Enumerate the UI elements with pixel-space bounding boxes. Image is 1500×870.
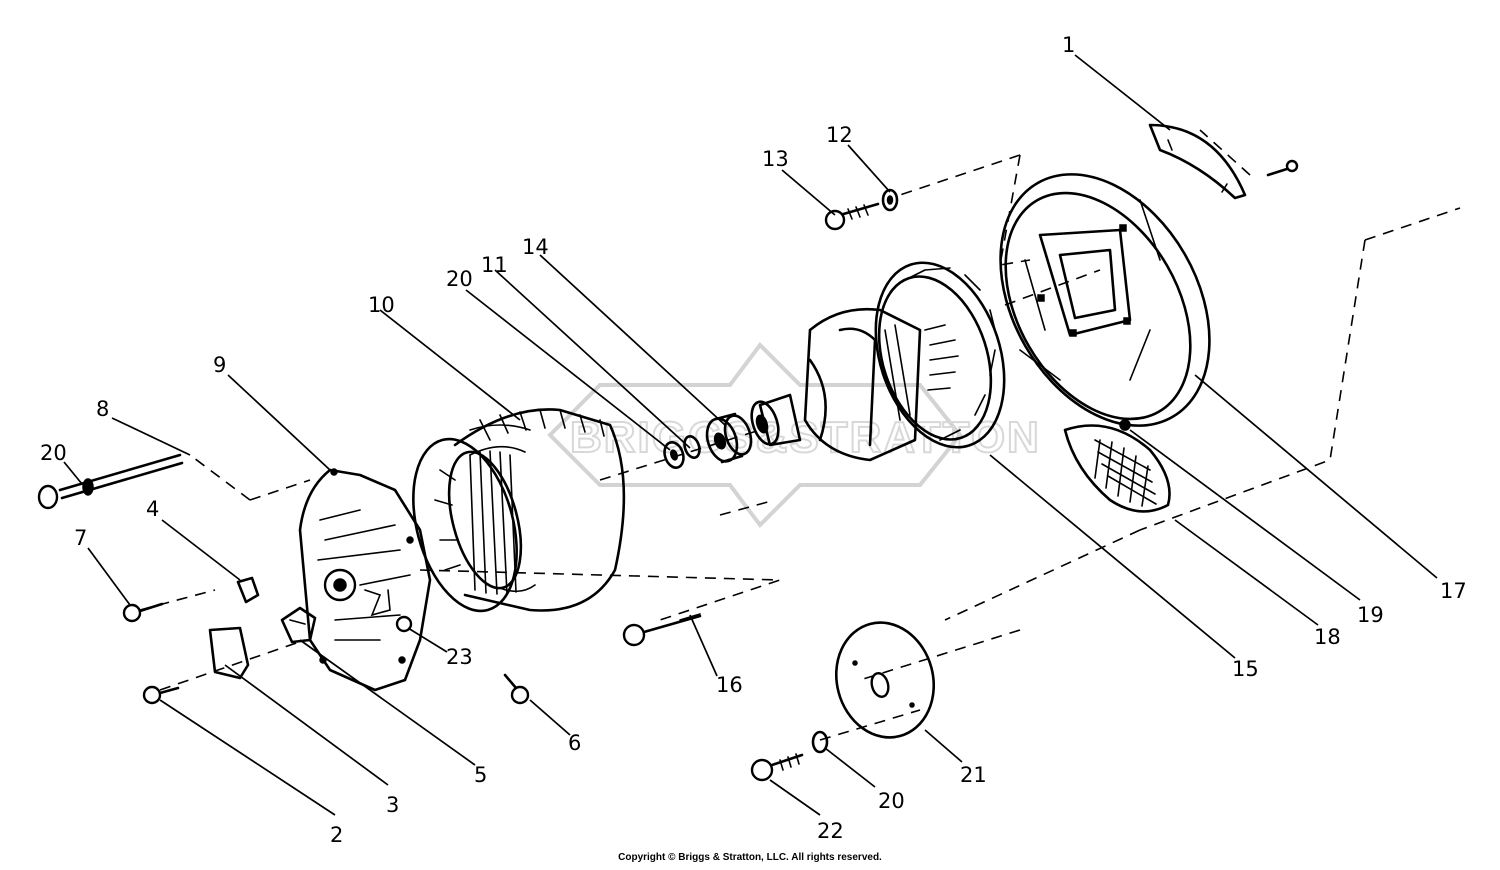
callout-16: 16 xyxy=(716,673,743,697)
screw-19 xyxy=(1119,419,1131,431)
clip-4 xyxy=(236,576,260,604)
stator-10 xyxy=(412,408,626,613)
screw-22 xyxy=(750,753,804,782)
callout-5: 5 xyxy=(474,763,487,787)
callout-11: 11 xyxy=(481,253,508,277)
callout-20-center: 20 xyxy=(446,267,473,291)
callout-14: 14 xyxy=(522,235,549,259)
screw-6 xyxy=(503,673,530,705)
callout-20-bottom: 20 xyxy=(878,789,905,813)
callout-2: 2 xyxy=(330,823,343,847)
washer-20-center xyxy=(663,441,685,469)
callout-23: 23 xyxy=(446,645,473,669)
endshield-9 xyxy=(298,468,432,692)
washer-11 xyxy=(683,435,701,459)
brush-holder-5 xyxy=(280,606,317,644)
callout-6: 6 xyxy=(568,731,581,755)
callout-13: 13 xyxy=(762,147,789,171)
washer-12 xyxy=(881,188,899,212)
callout-9: 9 xyxy=(213,353,226,377)
callout-10: 10 xyxy=(368,293,395,317)
callout-21: 21 xyxy=(960,763,987,787)
thru-bolt-8 xyxy=(37,453,184,510)
callout-labels: 1 2 3 4 5 6 7 8 9 10 11 12 13 14 15 16 1… xyxy=(40,33,1467,847)
bearing-14 xyxy=(705,412,753,464)
assembly-dashed-lines xyxy=(139,129,1461,741)
thru-bolt-16 xyxy=(622,613,702,647)
callout-4: 4 xyxy=(146,497,159,521)
callout-3: 3 xyxy=(386,793,399,817)
screw-1 xyxy=(1266,159,1299,177)
callout-1: 1 xyxy=(1062,33,1075,57)
callout-22: 22 xyxy=(817,819,844,843)
leader-lines xyxy=(63,54,1438,816)
callout-20-left: 20 xyxy=(40,441,67,465)
callout-15: 15 xyxy=(1232,657,1259,681)
screw-13 xyxy=(824,202,880,231)
cover-plate-1 xyxy=(1148,123,1247,200)
cover-disc-21 xyxy=(834,621,936,739)
callout-19: 19 xyxy=(1357,603,1384,627)
callout-17: 17 xyxy=(1440,579,1467,603)
copyright-notice: Copyright © Briggs & Stratton, LLC. All … xyxy=(618,852,882,863)
nut-23 xyxy=(395,615,413,633)
screw-7 xyxy=(122,602,164,623)
screw-2 xyxy=(142,685,180,705)
cover-3 xyxy=(208,626,250,680)
callout-8: 8 xyxy=(96,397,109,421)
washer-20-bottom xyxy=(811,730,829,754)
washer-20-left xyxy=(82,478,94,496)
screen-18 xyxy=(1063,424,1171,513)
rotor-15 xyxy=(750,261,1006,462)
end-bracket-17 xyxy=(999,173,1211,427)
callout-7: 7 xyxy=(74,526,87,550)
callout-12: 12 xyxy=(826,123,853,147)
callout-18: 18 xyxy=(1314,625,1341,649)
